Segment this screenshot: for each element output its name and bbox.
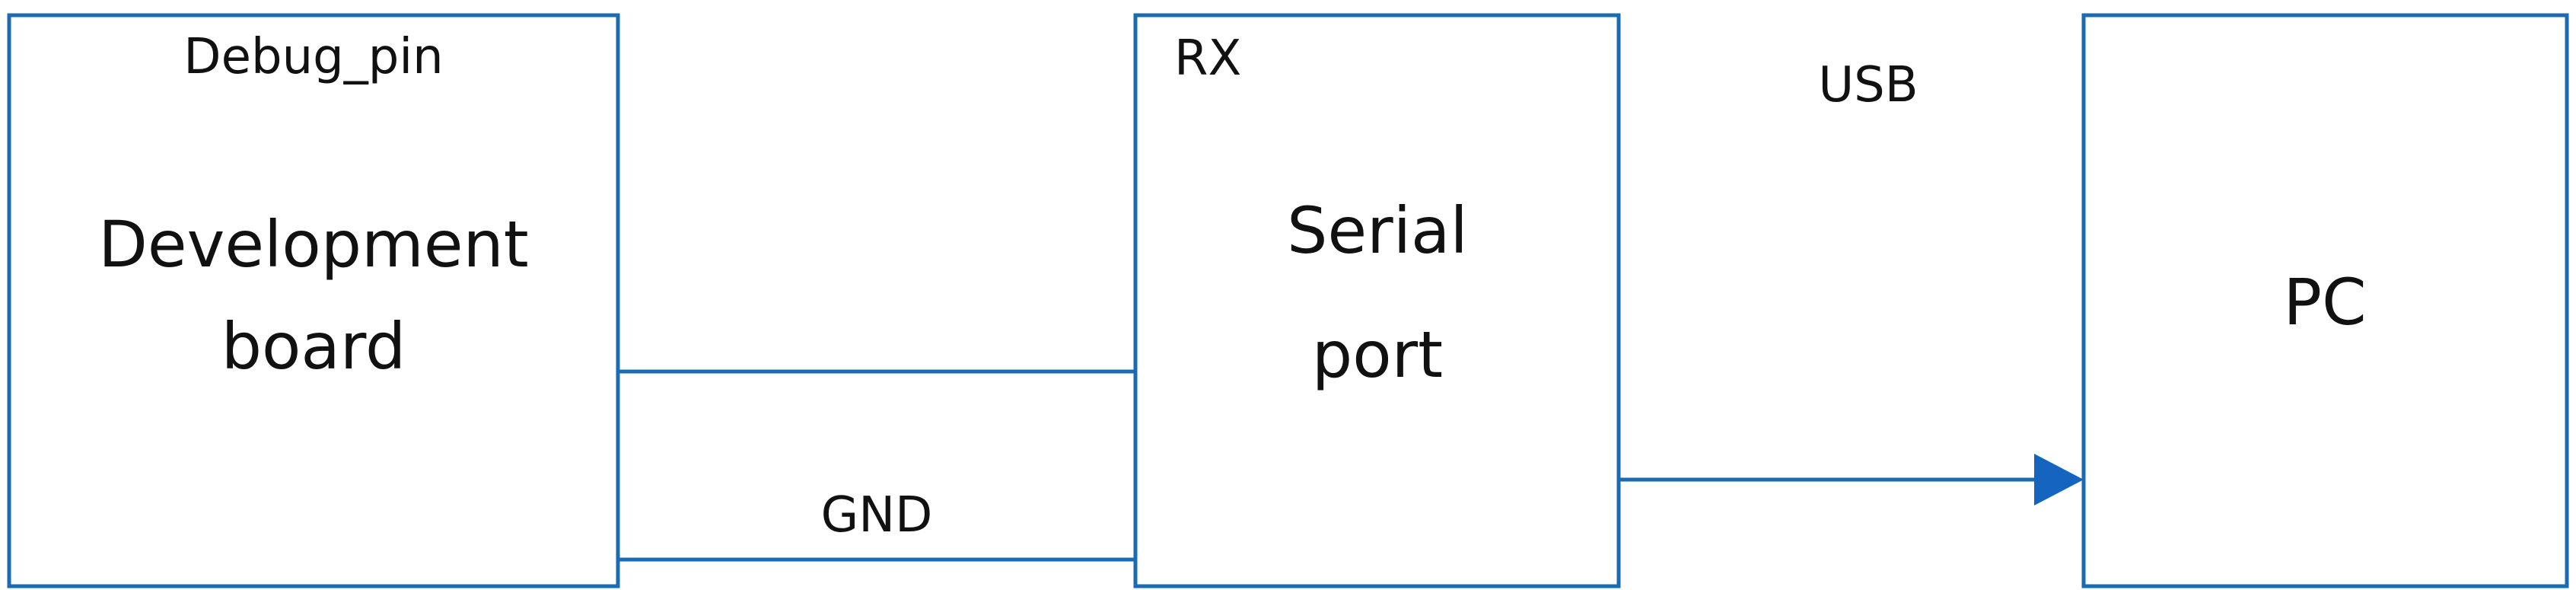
development-board-box bbox=[7, 13, 620, 588]
development-board-node: Debug_pin Development board bbox=[7, 13, 620, 588]
serial-port-title-line1: Serial bbox=[1287, 193, 1468, 268]
gnd-label: GND bbox=[821, 487, 933, 544]
pc-box bbox=[2081, 13, 2569, 588]
usb-label: USB bbox=[1818, 57, 1918, 113]
usb-arrowhead bbox=[2034, 454, 2084, 505]
development-board-title-line2: board bbox=[221, 309, 406, 384]
serial-port-node: RX Serial port bbox=[1133, 13, 1621, 588]
pc-node: PC bbox=[2081, 13, 2569, 588]
rx-pin-label: RX bbox=[1174, 30, 1241, 87]
serial-port-box bbox=[1133, 13, 1621, 588]
serial-port-title-line2: port bbox=[1312, 317, 1443, 392]
pc-title: PC bbox=[2283, 265, 2366, 340]
debug-pin-label: Debug_pin bbox=[183, 29, 443, 85]
development-board-title-line1: Development bbox=[98, 207, 528, 282]
